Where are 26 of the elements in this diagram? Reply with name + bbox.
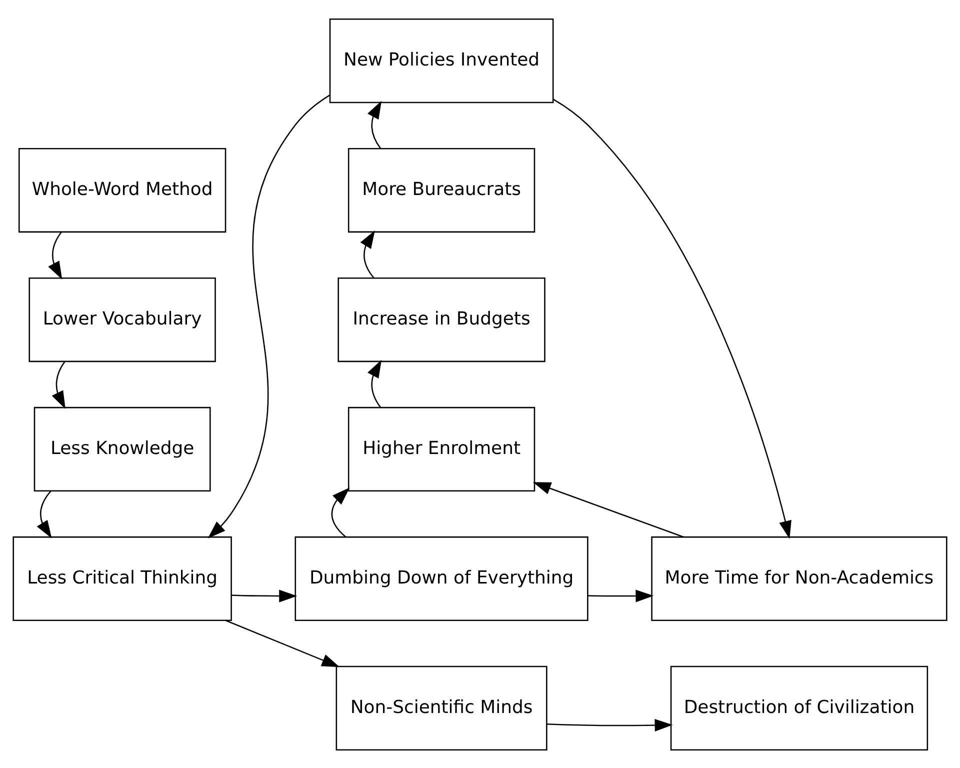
arrow <box>48 231 62 279</box>
arrow <box>36 490 52 538</box>
arrow <box>232 589 298 602</box>
arrow <box>225 619 340 667</box>
node-box: Less Knowledge <box>34 406 211 492</box>
node-box: Less Critical Thinking <box>12 536 232 621</box>
arrow <box>208 94 330 538</box>
node-box: Whole-Word Method <box>18 147 226 232</box>
node-box: Lower Vocabulary <box>28 276 216 362</box>
node-box: More Bureaucrats <box>348 147 536 232</box>
node-box: More Time for Non-Academics <box>651 536 948 621</box>
arrow <box>368 100 382 148</box>
arrow <box>52 360 66 408</box>
node-box: Non-Scientific Minds <box>336 665 548 750</box>
node-box: Destruction of Civilization <box>670 665 928 750</box>
arrow <box>546 718 673 731</box>
node-box: Higher Enrolment <box>348 406 536 492</box>
arrow <box>360 230 375 278</box>
node-box: Dumbing Down of Everything <box>294 536 588 621</box>
arrow <box>331 487 350 537</box>
node-box: Increase in Budgets <box>338 276 546 362</box>
arrow <box>368 359 382 408</box>
arrow <box>552 98 792 538</box>
node-box: New Policies Invented <box>329 18 554 103</box>
arrow <box>532 482 684 538</box>
arrow <box>588 589 654 602</box>
